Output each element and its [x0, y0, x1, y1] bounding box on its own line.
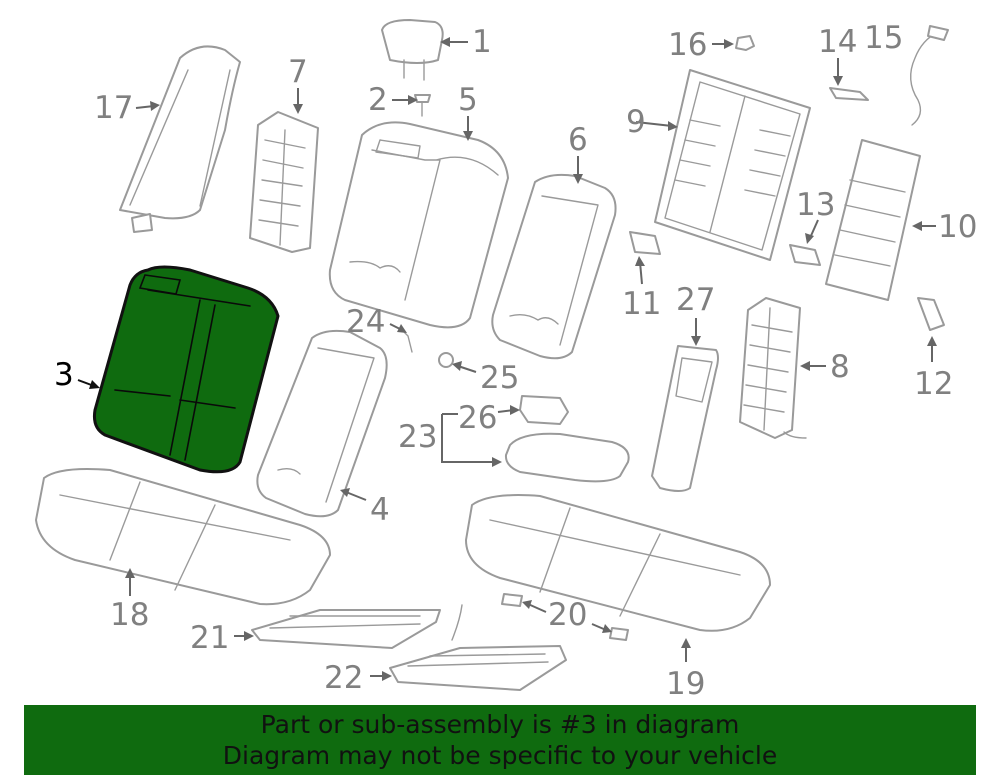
part-22-heater-pad[interactable] — [389, 604, 567, 691]
callout-9: 9 — [626, 104, 646, 140]
callout-4: 4 — [370, 492, 390, 528]
notice-line-2: Diagram may not be specific to your vehi… — [222, 741, 778, 770]
part-7-heater-pad[interactable] — [249, 111, 319, 253]
callout-27: 27 — [676, 282, 715, 318]
callout-15: 15 — [864, 20, 903, 56]
part-12-latch[interactable] — [917, 297, 945, 331]
part-9-seatback-frame[interactable] — [654, 69, 811, 261]
callout-11: 11 — [622, 286, 661, 322]
part-20-clip[interactable] — [501, 593, 629, 641]
part-3-seatback-highlighted[interactable] — [93, 265, 280, 474]
callout-14: 14 — [818, 24, 857, 60]
notice-banner: Part or sub-assembly is #3 in diagram Di… — [24, 705, 976, 775]
callout-10: 10 — [938, 209, 977, 245]
callout-7: 7 — [288, 54, 308, 90]
part-19-seat-cushion[interactable] — [465, 494, 771, 632]
part-14-bracket[interactable] — [829, 87, 869, 101]
part-10-frame[interactable] — [825, 139, 921, 301]
callout-25: 25 — [480, 360, 519, 396]
part-4-seatback-cover[interactable] — [256, 329, 388, 518]
callout-21: 21 — [190, 620, 229, 656]
part-2-bolt[interactable] — [414, 94, 431, 117]
part-15-cable[interactable] — [910, 25, 949, 126]
part-23-armrest[interactable] — [504, 432, 630, 483]
callout-8: 8 — [830, 349, 850, 385]
callout-labels: 1 2 3 4 5 6 7 8 9 10 11 12 13 14 15 16 1… — [54, 20, 977, 702]
part-25-grommet[interactable] — [438, 352, 454, 368]
part-21-heater-pad[interactable] — [251, 609, 441, 649]
callout-26: 26 — [458, 400, 497, 436]
callout-20: 20 — [548, 597, 587, 633]
callout-2: 2 — [368, 82, 388, 118]
callout-12: 12 — [914, 366, 953, 402]
part-6-seatback-cover[interactable] — [491, 173, 617, 360]
part-17-armrest-cover[interactable] — [119, 45, 241, 233]
callout-3: 3 — [54, 357, 74, 393]
callout-6: 6 — [568, 122, 588, 158]
callout-5: 5 — [458, 82, 478, 118]
callout-16: 16 — [668, 27, 707, 63]
callout-22: 22 — [324, 660, 363, 696]
leader-lines — [77, 37, 937, 681]
part-18-seat-cushion[interactable] — [35, 468, 331, 606]
callout-24: 24 — [346, 304, 385, 340]
part-5-seatback-cover[interactable] — [328, 121, 509, 329]
callout-1: 1 — [472, 24, 492, 60]
part-13-bracket[interactable] — [789, 244, 821, 266]
part-27-armrest-panel[interactable] — [651, 345, 719, 492]
callout-17: 17 — [94, 90, 133, 126]
part-26-cup-holder[interactable] — [519, 395, 569, 425]
part-16-clip[interactable] — [735, 35, 755, 51]
part-11-clip[interactable] — [629, 231, 661, 255]
callout-19: 19 — [666, 666, 705, 702]
parts-diagram: 1 2 3 4 5 6 7 8 9 10 11 12 13 14 15 16 1… — [35, 19, 977, 702]
part-8-heater-pad[interactable] — [739, 297, 807, 439]
callout-18: 18 — [110, 597, 149, 633]
part-1-headrest[interactable] — [381, 19, 444, 81]
callout-13: 13 — [796, 187, 835, 223]
callout-23: 23 — [398, 419, 437, 455]
notice-line-1: Part or sub-assembly is #3 in diagram — [260, 710, 740, 739]
